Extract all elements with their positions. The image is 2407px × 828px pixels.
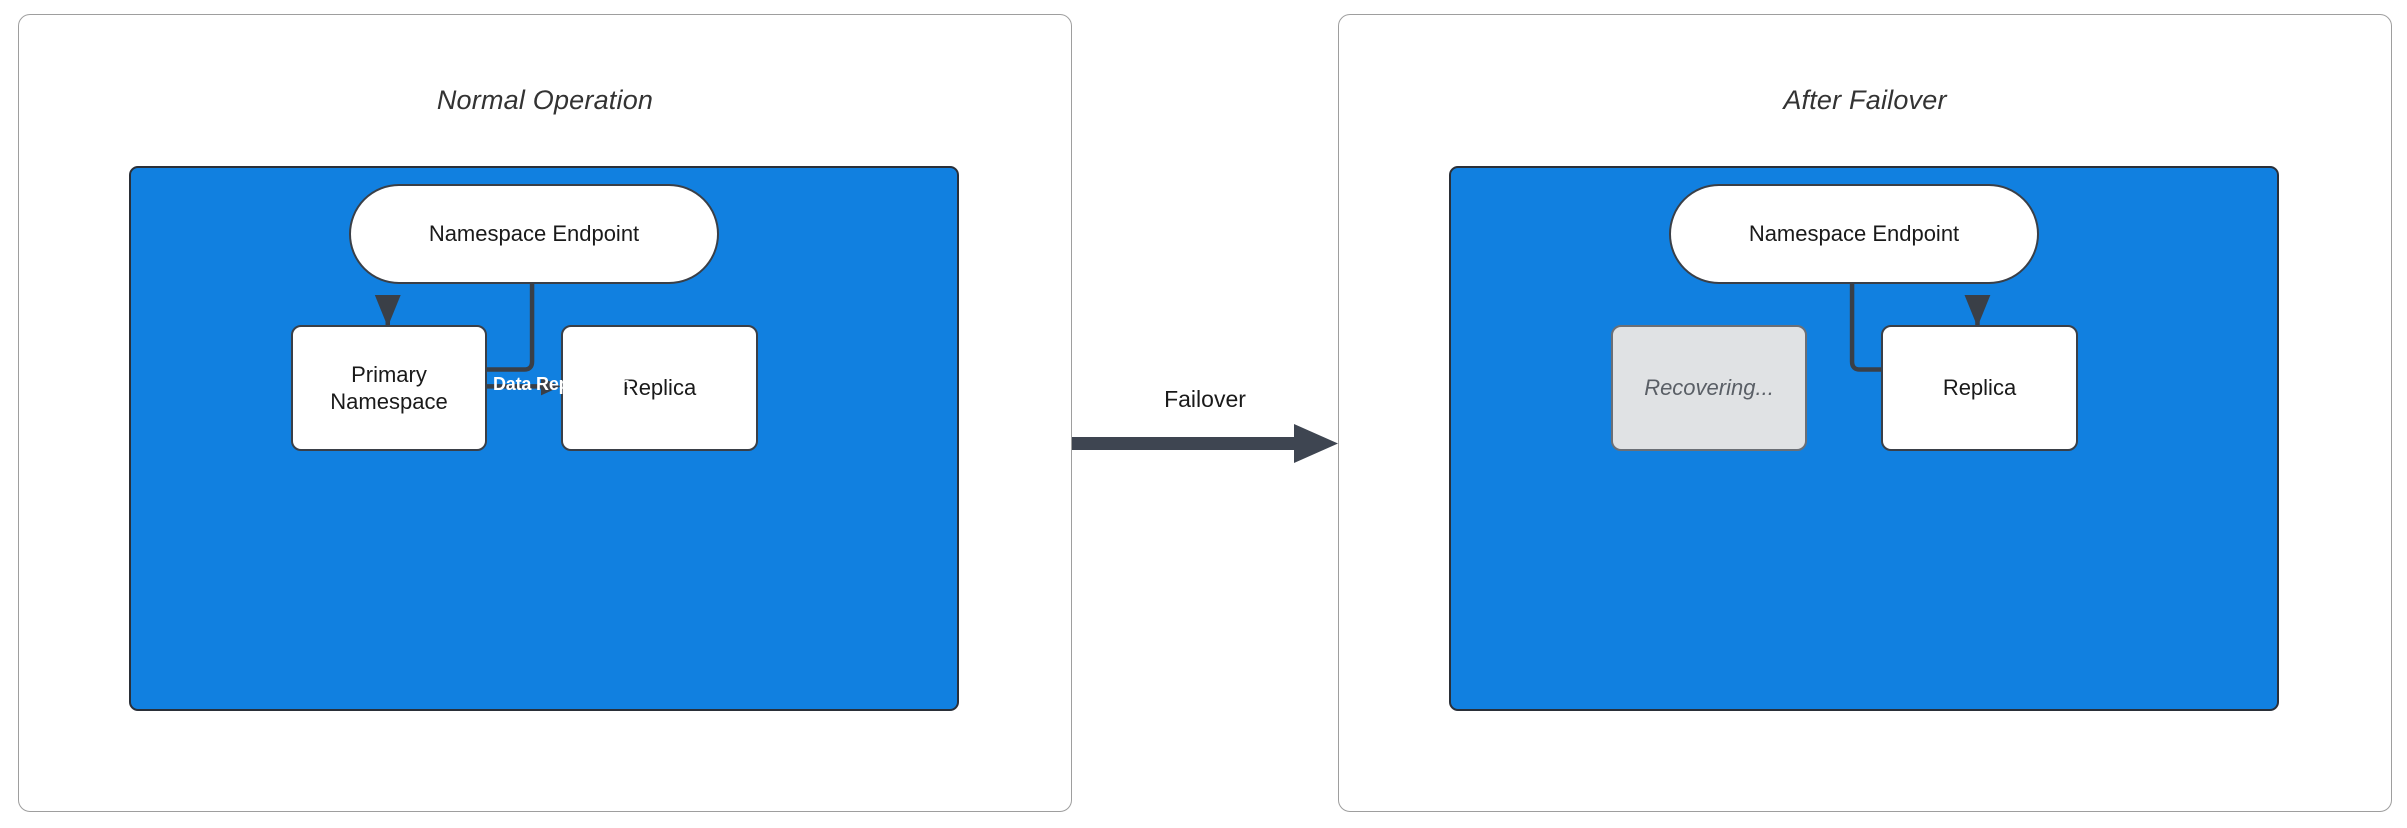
- blue-container-failover: Namespace Endpoint Recovering... Replica: [1449, 166, 2279, 711]
- panel-title-after-failover: After Failover: [1783, 85, 1947, 115]
- node-label-line2: Namespace: [330, 389, 448, 414]
- node-label: Primary Namespace: [330, 361, 447, 416]
- failover-arrow-icon: [1072, 424, 1338, 463]
- node-primary-namespace[interactable]: Primary Namespace: [291, 325, 487, 451]
- failover-arrow-label: Failover: [1164, 386, 1246, 412]
- failover-transition: Failover: [1072, 386, 1338, 496]
- node-label-line1: Primary: [351, 361, 427, 387]
- blue-container-normal: Namespace Endpoint Primary Namespace Rep…: [129, 166, 959, 711]
- node-label: Namespace Endpoint: [428, 221, 640, 247]
- node-recovering[interactable]: Recovering...: [1611, 325, 1807, 451]
- edge-label-data-replication: Data Replication: [493, 374, 631, 394]
- panel-normal-operation: Normal Operation Namespace Endpoint Prim…: [18, 14, 1072, 812]
- node-label: Namespace Endpoint: [1748, 221, 1960, 247]
- panel-title-normal-operation: Normal Operation: [436, 85, 654, 115]
- node-replica-failover[interactable]: Replica: [1881, 325, 2078, 451]
- node-replica-normal[interactable]: Replica: [561, 325, 758, 451]
- node-namespace-endpoint-normal[interactable]: Namespace Endpoint: [349, 184, 719, 284]
- panel-after-failover: After Failover Namespace Endpoint Recove…: [1338, 14, 2392, 812]
- node-label: Replica: [1942, 375, 2017, 401]
- node-label: Recovering...: [1644, 375, 1774, 401]
- node-namespace-endpoint-failover[interactable]: Namespace Endpoint: [1669, 184, 2039, 284]
- node-label: Replica: [622, 375, 697, 401]
